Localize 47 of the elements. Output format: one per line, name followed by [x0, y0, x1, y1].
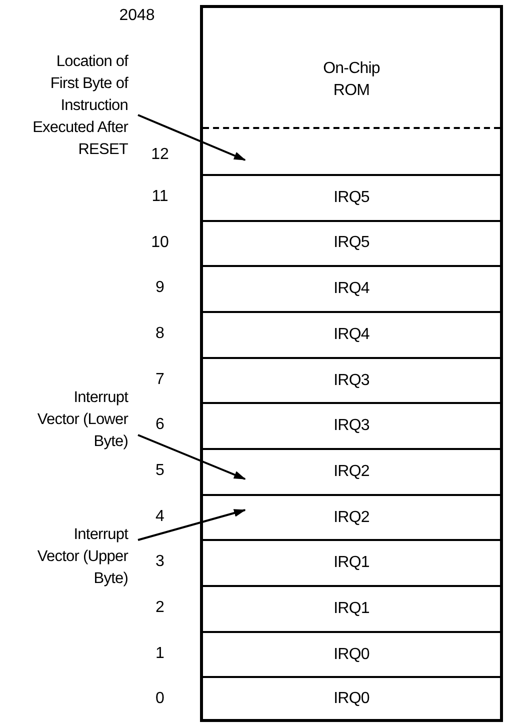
memory-cell: [200, 494, 503, 540]
cell-label: IRQ3: [332, 416, 370, 436]
cell-label: IRQ5: [332, 233, 370, 254]
cell-label: On-Chip ROM: [322, 59, 381, 101]
memory-cell: [200, 539, 503, 586]
memory-location: [200, 128, 503, 174]
memory-cell: [200, 220, 503, 266]
address-number: 11: [152, 186, 168, 207]
address-number: 8: [156, 324, 164, 344]
arrow: [138, 114, 246, 161]
arrow: [138, 509, 246, 541]
cell-label: IRQ0: [332, 644, 370, 665]
cell-label: IRQ2: [332, 462, 370, 482]
memory-cell: [200, 676, 503, 722]
memory-cell: [200, 630, 503, 676]
memory-cell: [200, 448, 503, 494]
cell-label: IRQ4: [332, 324, 370, 345]
cell-label: IRQ1: [332, 553, 370, 574]
address-number: 5: [156, 460, 164, 481]
address-number: 7: [156, 370, 164, 390]
address-number: 6: [156, 415, 164, 436]
address-number: 3: [156, 552, 164, 572]
cell-label: IRQ1: [332, 598, 370, 619]
address-number: 1: [156, 644, 164, 664]
arrow: [138, 434, 246, 480]
cell-label: IRQ5: [332, 188, 370, 208]
memory-cell: [200, 265, 503, 311]
rom-region: [200, 5, 503, 128]
memory-cell: [200, 356, 503, 402]
memory-cell: [200, 585, 503, 631]
cell-label: IRQ4: [332, 279, 370, 300]
memory-cell: [200, 402, 503, 448]
annotation-text: Interrupt Vector (Lower Byte): [30, 386, 128, 454]
address-number: 0: [156, 689, 164, 710]
address-number: 2: [156, 598, 164, 618]
cell-label: IRQ3: [332, 370, 370, 390]
annotation-text: Location of First Byte of Instruction Executed After RESET: [30, 50, 128, 162]
cell-label: IRQ2: [332, 508, 370, 528]
address-number: 9: [156, 278, 164, 298]
address-number: 4: [156, 506, 164, 527]
cell-label: IRQ0: [332, 688, 370, 709]
address-number: 10: [151, 232, 169, 252]
memory-cell: [200, 311, 503, 357]
address-number: 2048: [119, 6, 155, 26]
memory-cell: [200, 174, 503, 220]
address-number: 12: [151, 145, 169, 165]
annotation-text: Interrupt Vector (Upper Byte): [30, 523, 128, 591]
